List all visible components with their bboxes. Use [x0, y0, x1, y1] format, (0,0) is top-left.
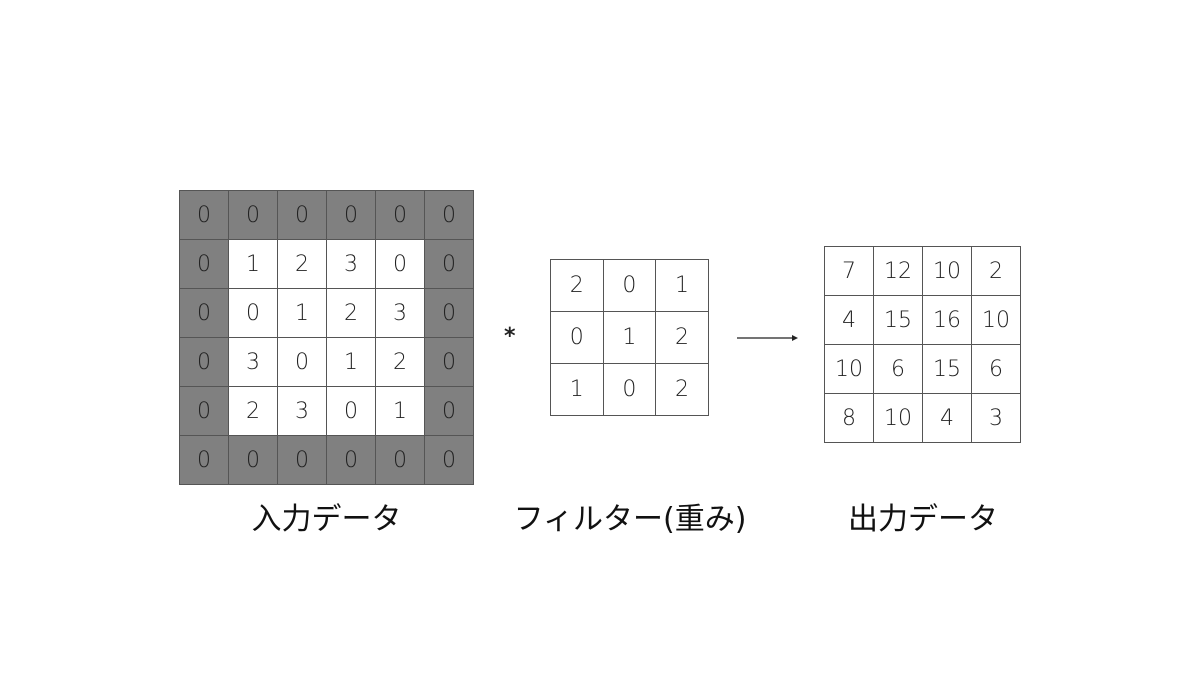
output-cell: 10 [874, 394, 923, 443]
input-padding-cell: 0 [278, 191, 327, 240]
filter-cell: 2 [656, 312, 709, 364]
input-cell: 0 [229, 289, 278, 338]
output-cell: 4 [825, 296, 874, 345]
input-cell: 3 [278, 387, 327, 436]
input-cell: 3 [376, 289, 425, 338]
input-cell: 1 [376, 387, 425, 436]
input-padding-cell: 0 [229, 436, 278, 485]
output-cell: 15 [923, 345, 972, 394]
output-cell: 6 [874, 345, 923, 394]
input-cell: 1 [229, 240, 278, 289]
input-cell: 0 [327, 387, 376, 436]
input-padding-cell: 0 [425, 191, 474, 240]
input-cell: 2 [327, 289, 376, 338]
filter-cell: 2 [656, 364, 709, 416]
input-cell: 3 [229, 338, 278, 387]
input-padding-cell: 0 [180, 240, 229, 289]
input-padding-cell: 0 [425, 240, 474, 289]
right-arrow-icon [737, 335, 798, 341]
input-cell: 0 [278, 338, 327, 387]
filter-cell: 0 [603, 364, 657, 416]
input-cell: 0 [376, 240, 425, 289]
input-padding-cell: 0 [180, 338, 229, 387]
filter-cell: 1 [656, 260, 709, 312]
output-cell: 10 [972, 296, 1021, 345]
input-cell: 1 [278, 289, 327, 338]
output-cell: 6 [972, 345, 1021, 394]
input-padding-cell: 0 [425, 338, 474, 387]
output-cell: 4 [923, 394, 972, 443]
output-cell: 8 [825, 394, 874, 443]
filter-cell: 2 [551, 260, 604, 312]
filter-cell: 1 [603, 312, 657, 364]
filter-cell: 0 [551, 312, 604, 364]
input-padding-cell: 0 [229, 191, 278, 240]
filter-cell: 1 [551, 364, 604, 416]
input-data-caption: 入力データ [251, 502, 402, 537]
input-padding-cell: 0 [180, 436, 229, 485]
input-padding-cell: 0 [180, 191, 229, 240]
output-cell: 16 [923, 296, 972, 345]
output-cell: 15 [874, 296, 923, 345]
convolution-operator: * [504, 324, 516, 349]
input-cell: 2 [278, 240, 327, 289]
output-cell: 2 [972, 247, 1021, 296]
input-cell: 1 [327, 338, 376, 387]
input-cell: 2 [229, 387, 278, 436]
output-cell: 7 [825, 247, 874, 296]
output-cell: 10 [825, 345, 874, 394]
input-padding-cell: 0 [425, 387, 474, 436]
input-padding-cell: 0 [425, 436, 474, 485]
filter-cell: 0 [603, 260, 657, 312]
input-padding-cell: 0 [180, 289, 229, 338]
output-cell: 12 [874, 247, 923, 296]
input-padding-cell: 0 [425, 289, 474, 338]
output-cell: 10 [923, 247, 972, 296]
input-padding-cell: 0 [278, 436, 327, 485]
output-data-caption: 出力データ [848, 502, 998, 537]
input-padding-cell: 0 [376, 191, 425, 240]
filter-caption: フィルター(重み) [513, 502, 747, 537]
input-padding-cell: 0 [327, 436, 376, 485]
output-cell: 3 [972, 394, 1021, 443]
input-padding-cell: 0 [180, 387, 229, 436]
input-padding-cell: 0 [327, 191, 376, 240]
input-padding-cell: 0 [376, 436, 425, 485]
input-cell: 2 [376, 338, 425, 387]
input-cell: 3 [327, 240, 376, 289]
